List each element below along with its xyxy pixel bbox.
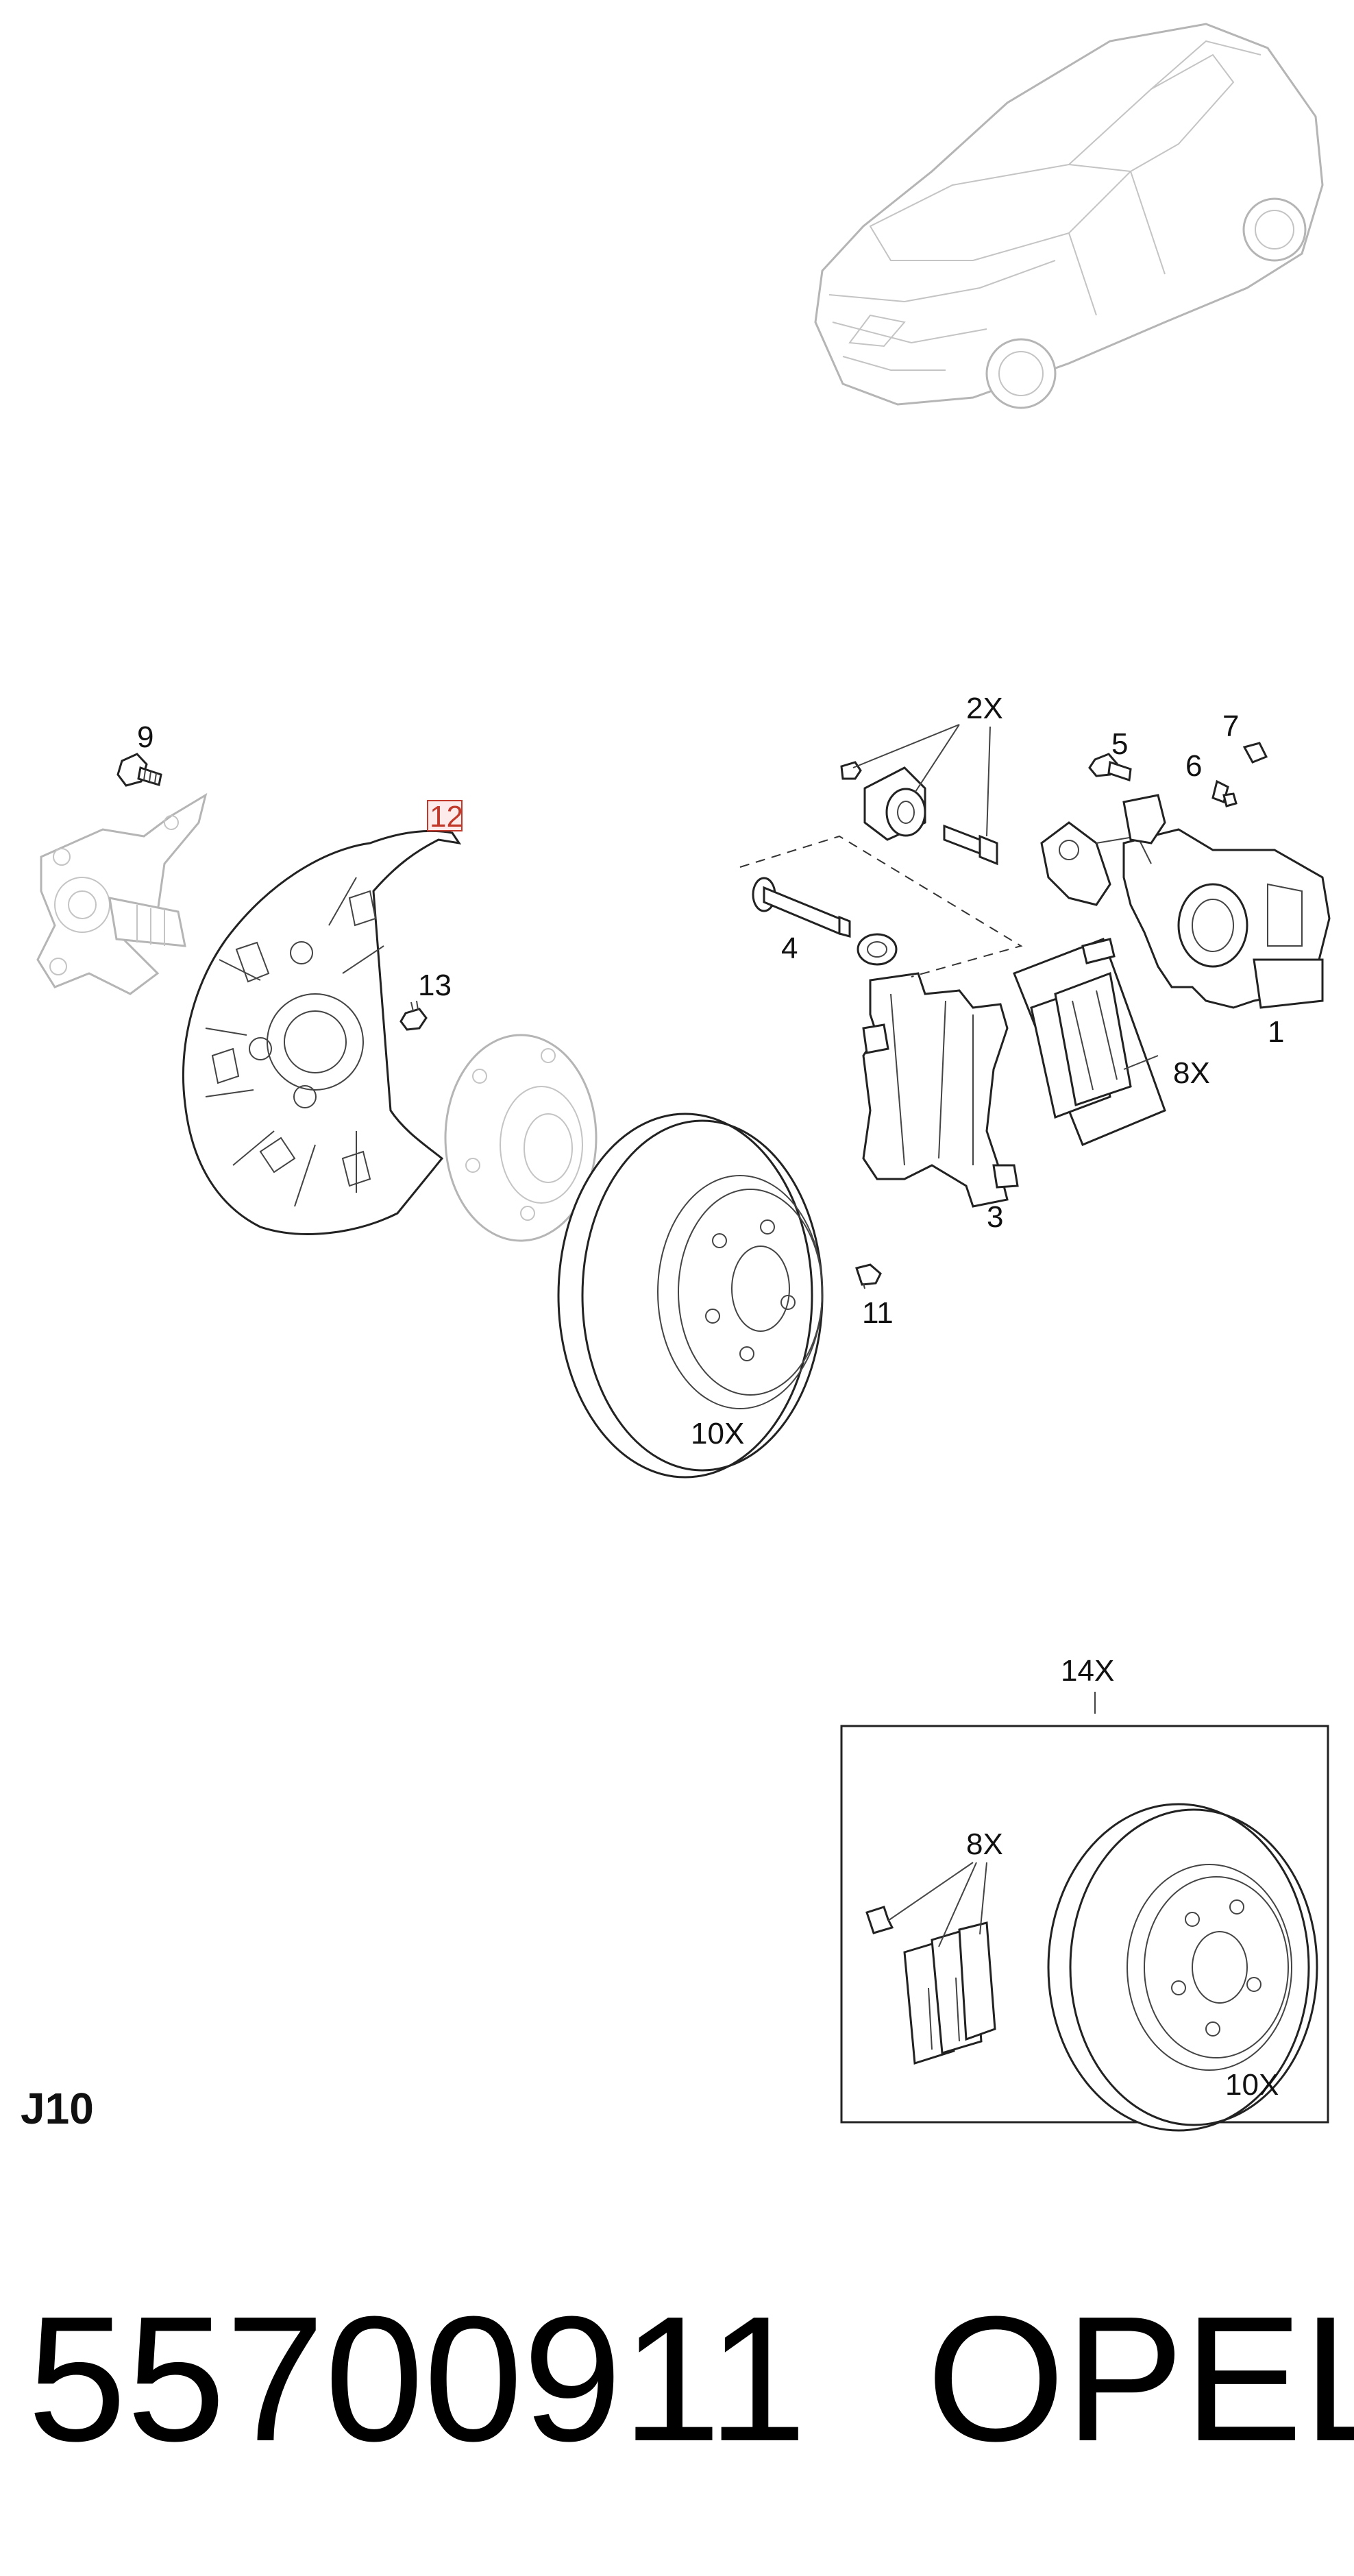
callout-10: 10X xyxy=(691,1417,744,1450)
brake-pad-set xyxy=(1013,938,1166,1146)
screw-11 xyxy=(855,1263,882,1289)
brake-caliper xyxy=(1040,794,1331,1009)
bolt-13 xyxy=(399,1000,428,1031)
callout-12-highlight xyxy=(427,800,463,831)
brand-name: OPEL xyxy=(926,2280,1354,2479)
guide-pin-cap xyxy=(863,766,926,841)
bolt-9 xyxy=(116,753,162,787)
callout-11: 11 xyxy=(862,1296,894,1330)
leader-lines xyxy=(852,724,1159,1070)
steering-knuckle xyxy=(36,792,208,995)
kit-brake-pads xyxy=(865,1906,996,2065)
brake-backing-plate xyxy=(182,829,462,1235)
callout-5: 5 xyxy=(1111,727,1128,761)
callout-4: 4 xyxy=(781,932,798,965)
caliper-carrier-bracket xyxy=(862,972,1019,1208)
guide-bolt-long xyxy=(943,824,998,866)
kit-frame xyxy=(840,1725,1329,2124)
wheel-hub xyxy=(444,1034,598,1242)
part-number: 55700911 xyxy=(27,2280,807,2479)
kit-brake-disc xyxy=(1047,1803,1318,2132)
guide-bolt-small xyxy=(840,761,862,780)
bolt-5 xyxy=(1088,753,1132,782)
guide-pin-4 xyxy=(752,877,851,938)
callout-1: 1 xyxy=(1268,1015,1284,1049)
bleeder-screw-6 xyxy=(1211,779,1238,807)
kit-box: 14X 8X 10X xyxy=(840,1654,1329,2132)
kit-label: 14X xyxy=(1061,1654,1114,1688)
dust-cap-7 xyxy=(1242,742,1268,764)
alignment-lines xyxy=(739,835,1023,977)
kit-disc-label: 10X xyxy=(1225,2068,1279,2102)
callout-6: 6 xyxy=(1185,749,1202,783)
vehicle-illustration xyxy=(814,23,1324,409)
callout-8: 8X xyxy=(1173,1056,1210,1090)
callout-2: 2X xyxy=(966,692,1003,725)
kit-pads-label: 8X xyxy=(966,1827,1003,1861)
callout-3: 3 xyxy=(987,1200,1003,1234)
callout-13: 13 xyxy=(418,969,452,1002)
page-code: J10 xyxy=(21,2084,94,2133)
callout-9: 9 xyxy=(137,720,153,754)
callout-12: 12 xyxy=(430,800,463,834)
bushing xyxy=(857,933,898,966)
brake-disc xyxy=(557,1113,824,1479)
callout-7: 7 xyxy=(1222,709,1239,743)
